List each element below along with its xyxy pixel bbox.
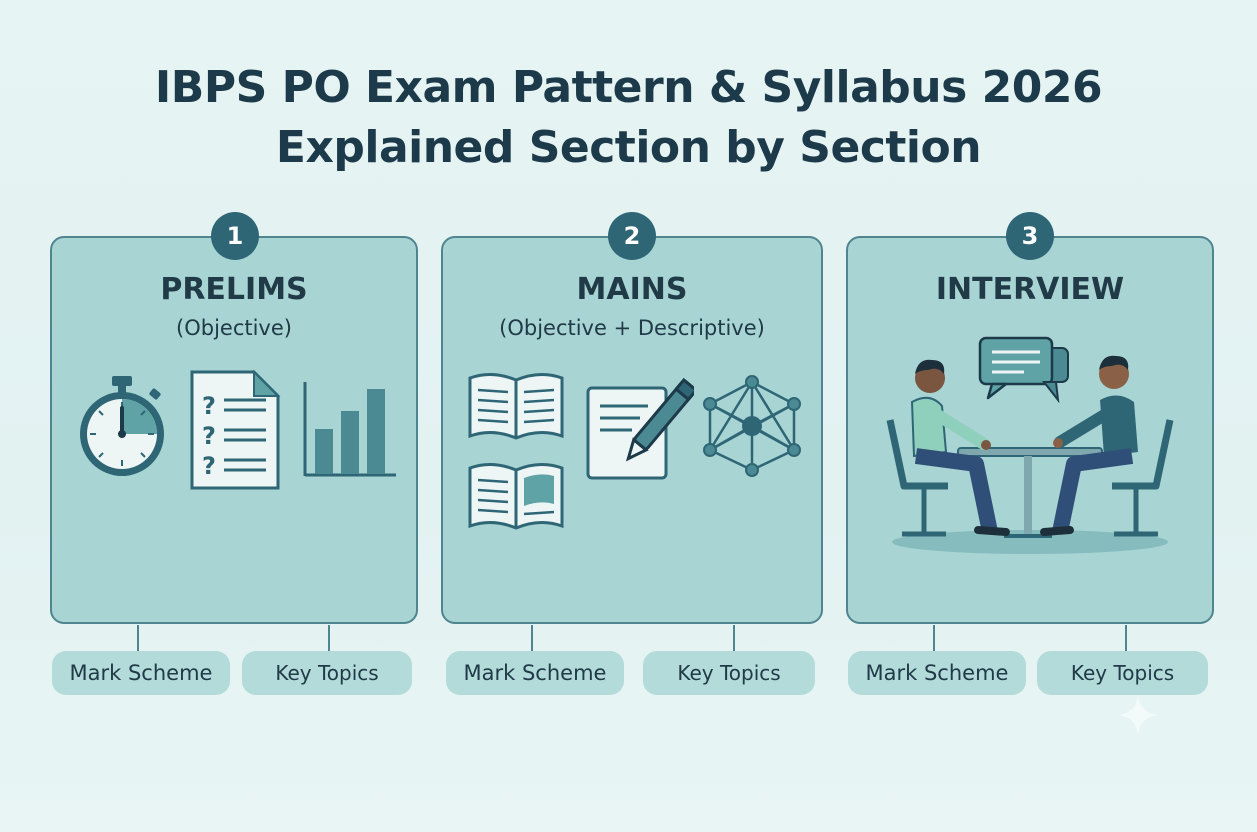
page-title: IBPS PO Exam Pattern & Syllabus 2026 Exp…	[0, 58, 1257, 178]
stopwatch-icon	[80, 376, 164, 476]
prelims-mark-scheme-button[interactable]: Mark Scheme	[52, 651, 230, 695]
mains-heading: MAINS	[576, 272, 688, 307]
svg-text:?: ?	[202, 422, 216, 450]
writing-pad-icon	[586, 377, 694, 480]
open-book-icon	[468, 373, 564, 440]
bar-chart-icon	[303, 382, 396, 477]
svg-text:?: ?	[202, 452, 216, 480]
prelims-connector-right	[328, 625, 330, 651]
mains-mark-scheme-button[interactable]: Mark Scheme	[446, 651, 624, 695]
interview-connector-right	[1125, 625, 1127, 651]
interview-card	[846, 236, 1214, 624]
title-line-1: IBPS PO Exam Pattern & Syllabus 2026	[154, 62, 1103, 113]
prelims-heading: PRELIMS	[160, 272, 308, 307]
network-icon	[703, 375, 801, 477]
mains-subheading: (Objective + Descriptive)	[499, 316, 765, 340]
interview-key-topics-button[interactable]: Key Topics	[1037, 651, 1208, 695]
svg-text:?: ?	[202, 392, 216, 420]
stage-2-badge: 2	[608, 212, 656, 260]
interview-mark-scheme-button[interactable]: Mark Scheme	[848, 651, 1026, 695]
speech-bubbles-icon	[978, 336, 1069, 404]
mains-key-topics-button[interactable]: Key Topics	[643, 651, 815, 695]
interview-scene-icon	[886, 336, 1174, 554]
stage-1-badge: 1	[211, 212, 259, 260]
interview-connector-left	[933, 625, 935, 651]
prelims-connector-left	[137, 625, 139, 651]
question-sheet-icon: ???	[190, 369, 281, 490]
stage-3-badge: 3	[1006, 212, 1054, 260]
open-book-icon	[468, 463, 564, 530]
mains-connector-left	[531, 625, 533, 651]
mains-connector-right	[733, 625, 735, 651]
interview-heading: INTERVIEW	[935, 272, 1125, 307]
sparkle-icon	[1118, 695, 1158, 735]
title-line-2: Explained Section by Section	[275, 122, 982, 173]
prelims-key-topics-button[interactable]: Key Topics	[242, 651, 412, 695]
prelims-subheading: (Objective)	[176, 316, 292, 340]
